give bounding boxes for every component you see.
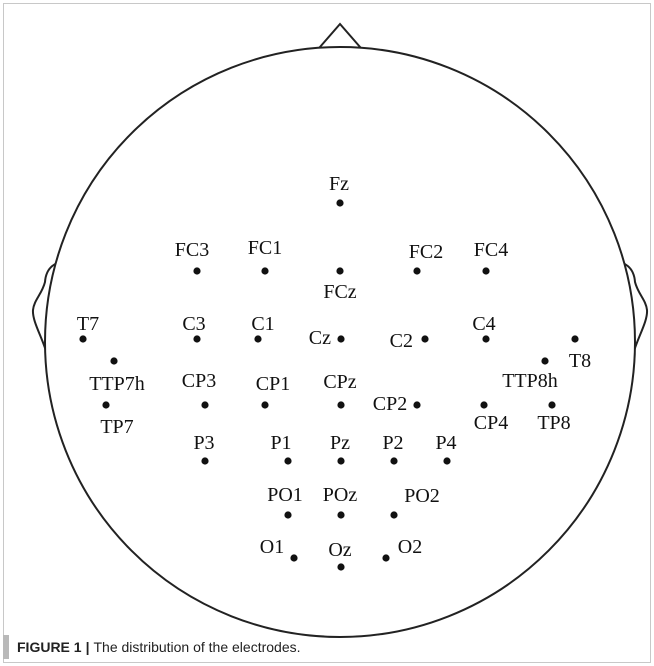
electrode-dot-c2 <box>421 335 428 342</box>
electrode-label-fz: Fz <box>329 173 349 195</box>
electrode-dot-c3 <box>193 335 200 342</box>
electrode-label-cp1: CP1 <box>256 373 290 395</box>
electrode-dot-c4 <box>482 335 489 342</box>
electrode-label-po2: PO2 <box>404 485 440 507</box>
electrode-label-cz: Cz <box>309 327 331 349</box>
electrode-label-o1: O1 <box>260 536 284 558</box>
electrode-dot-t7 <box>79 335 86 342</box>
figure-caption: FIGURE 1 | The distribution of the elect… <box>17 637 644 657</box>
electrode-label-fc1: FC1 <box>248 237 282 259</box>
electrode-dot-cz <box>337 335 344 342</box>
electrode-label-fc2: FC2 <box>409 241 443 263</box>
electrode-dot-poz <box>337 511 344 518</box>
electrode-dot-tp7 <box>102 401 109 408</box>
electrode-dot-cp1 <box>261 401 268 408</box>
electrode-label-oz: Oz <box>328 539 351 561</box>
electrode-dot-t8 <box>571 335 578 342</box>
electrode-label-tp7: TP7 <box>100 416 133 438</box>
electrode-dot-fz <box>336 199 343 206</box>
electrode-label-cpz: CPz <box>323 371 356 393</box>
electrode-label-p1: P1 <box>270 432 291 454</box>
electrode-label-ttp8h: TTP8h <box>502 370 558 392</box>
electrode-label-p3: P3 <box>193 432 214 454</box>
electrode-label-pz: Pz <box>330 432 350 454</box>
electrode-dot-fcz <box>336 267 343 274</box>
electrode-dot-fc3 <box>193 267 200 274</box>
electrode-label-p4: P4 <box>435 432 456 454</box>
electrode-dot-ttp8h <box>541 357 548 364</box>
electrode-dot-oz <box>337 563 344 570</box>
electrode-dot-o2 <box>382 554 389 561</box>
electrode-dot-cp2 <box>413 401 420 408</box>
electrode-dot-fc1 <box>261 267 268 274</box>
electrode-label-fcz: FCz <box>323 281 356 303</box>
electrode-label-c2: C2 <box>390 330 413 352</box>
electrode-dot-tp8 <box>548 401 555 408</box>
electrode-label-poz: POz <box>323 484 358 506</box>
electrode-dot-o1 <box>290 554 297 561</box>
electrode-dot-cp3 <box>201 401 208 408</box>
electrode-dot-fc4 <box>482 267 489 274</box>
electrode-dot-ttp7h <box>110 357 117 364</box>
electrode-dot-p3 <box>201 457 208 464</box>
electrode-label-fc4: FC4 <box>474 239 508 261</box>
electrode-label-t8: T8 <box>569 350 591 372</box>
electrode-dot-p4 <box>443 457 450 464</box>
electrode-dot-c1 <box>254 335 261 342</box>
electrode-label-fc3: FC3 <box>175 239 209 261</box>
caption-label: FIGURE 1 <box>17 639 82 655</box>
electrode-dot-po2 <box>390 511 397 518</box>
electrode-label-c4: C4 <box>472 313 495 335</box>
electrode-label-t7: T7 <box>77 313 99 335</box>
electrode-dot-pz <box>337 457 344 464</box>
electrode-label-p2: P2 <box>382 432 403 454</box>
caption-separator: | <box>86 639 90 655</box>
electrode-label-tp8: TP8 <box>537 412 570 434</box>
electrode-label-cp2: CP2 <box>373 393 407 415</box>
electrode-dot-fc2 <box>413 267 420 274</box>
electrode-dot-p2 <box>390 457 397 464</box>
electrode-dot-cpz <box>337 401 344 408</box>
electrode-dot-cp4 <box>480 401 487 408</box>
electrode-label-cp4: CP4 <box>474 412 508 434</box>
electrode-label-o2: O2 <box>398 536 422 558</box>
electrode-label-ttp7h: TTP7h <box>89 373 145 395</box>
caption-text: The distribution of the electrodes. <box>94 639 301 655</box>
electrode-label-c3: C3 <box>182 313 205 335</box>
electrode-dot-p1 <box>284 457 291 464</box>
electrode-label-c1: C1 <box>251 313 274 335</box>
electrode-label-po1: PO1 <box>267 484 303 506</box>
electrode-dot-po1 <box>284 511 291 518</box>
caption-accent-bar <box>3 635 9 659</box>
electrode-label-cp3: CP3 <box>182 370 216 392</box>
